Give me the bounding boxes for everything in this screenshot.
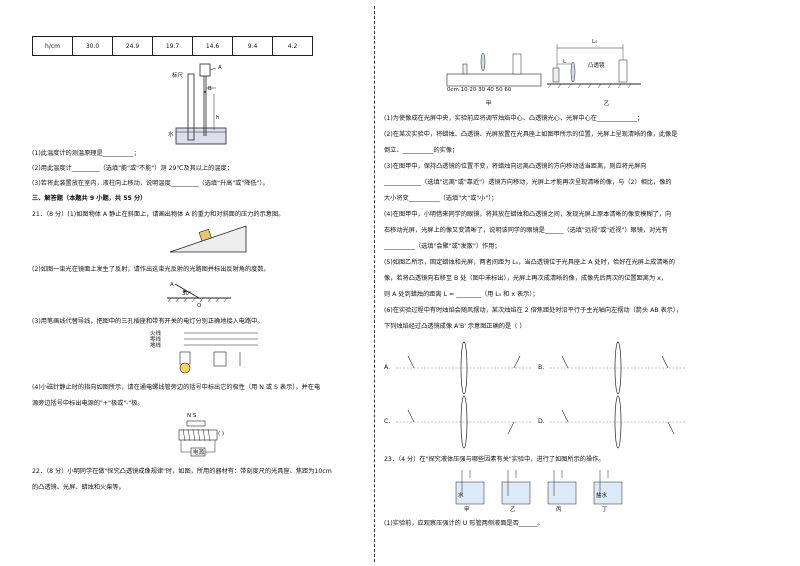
figure-label: 乙 xyxy=(510,507,516,513)
label-B: B xyxy=(208,86,212,92)
table-cell: 4.2 xyxy=(272,36,313,56)
wire-label: 地线 xyxy=(150,343,162,349)
question-line: 22．（8 分）小明同学在做"探究凸透镜成像规律"时，如图，所用的器材有：带刻度… xyxy=(32,468,332,475)
label-water: 水 xyxy=(168,132,174,138)
solenoid-figure xyxy=(178,420,218,457)
pressure-gauge-figures xyxy=(455,470,623,505)
ruler-ticks: 0cm 10 20 30 40 50 60 xyxy=(447,87,512,93)
label-h: h xyxy=(216,115,220,121)
optical-bench-figure-yi xyxy=(547,44,641,89)
question-line: (2)在某次实验中，将蜡烛、凸透镜、光屏放置在光具座上如图甲所示的位置，光屏上呈… xyxy=(384,131,678,138)
question-line: (3)在图甲中，保持凸透镜的位置不变，将蜡烛向远离凸透镜的方向移动适当距离，则应… xyxy=(384,163,647,170)
question-line: (5)如图乙所示，固定蜡烛和光屏，两者间距为 L₀，当凸透镜位于光具座上 A 处… xyxy=(384,259,675,266)
label-L: L xyxy=(563,59,567,65)
question-line: 下列烛焰经过凸透镜成像 A'B' 示意图正确的是（ ） xyxy=(384,323,526,330)
table-cell: h/cm xyxy=(32,36,73,56)
question-line: 的凸透镜、光屏、蜡烛和火柴等。 xyxy=(32,484,125,491)
figure-label: 甲 xyxy=(464,507,470,513)
label-O: O xyxy=(197,303,202,309)
question-line: 大小将变__________（选填"大"或"小"）； xyxy=(384,195,498,202)
table-row: h/cm 30.0 24.9 19.7 14.6 9.4 4.2 xyxy=(32,36,313,56)
question-line: 倒立、__________的实像； xyxy=(384,147,459,154)
paren-blank: ( ) xyxy=(218,431,225,437)
lens-diagram-option-c xyxy=(396,395,532,449)
label-A: A xyxy=(218,65,222,71)
column-divider xyxy=(374,6,375,562)
option-label[interactable]: C. xyxy=(384,418,391,425)
table-cell: 14.6 xyxy=(192,36,233,56)
lens-label: 凸透镜 xyxy=(588,63,605,69)
figure-yi-label: 乙 xyxy=(604,101,610,107)
question-line: (3)若将此装置放在室内，液柱向上移动，说明温度_________（选填"升高"… xyxy=(32,180,269,187)
wire-label: 零线 xyxy=(150,337,162,343)
mirror-figure xyxy=(167,283,231,303)
liquid-label: 盐水 xyxy=(596,493,608,499)
figure-label: 丁 xyxy=(602,507,608,513)
question-line: (4)小磁针静止时的指向如图所示，请在通电螺线管旁边的括号中标出它的极性（用 N… xyxy=(32,384,321,391)
question-line: (2)用此温度计_________（选填"能"或"不能"）测 29℃及其以上的温… xyxy=(32,165,233,172)
angle-label: 30° xyxy=(182,291,192,297)
question-line: (6)在实验过程中有时烛焰会随风摆动，某次烛焰在 2 倍焦距处时沿平行于主光轴向… xyxy=(384,307,683,314)
table-cell: 19.7 xyxy=(152,36,193,56)
question-line: 则 A 处到蜡烛的距离 L = ________（用 L₀ 和 x 表示）； xyxy=(384,291,539,298)
section-heading: 三、解答题（本题共 9 小题，共 55 分） xyxy=(32,195,147,202)
table-cell: 30.0 xyxy=(72,36,113,56)
option-label[interactable]: B. xyxy=(538,364,545,371)
lens-diagram-option-b xyxy=(550,341,686,395)
option-label[interactable]: D. xyxy=(538,418,545,425)
question-line: 右移动光屏，光屏上的像又变清晰了，说明该同学的眼镜是______（选填"远视"或… xyxy=(384,227,668,234)
thermometer-figure xyxy=(175,63,227,145)
question-line: (1)此温度计的测温原理是__________； xyxy=(32,150,140,157)
question-line: (3)用笔画线代替导线，把图中的三孔插座和带有开关的电灯分别正确地接入电路中。 xyxy=(32,318,264,325)
magnet-ns: N S xyxy=(187,413,197,419)
question-line: (1)为使像成在光屏中央，实验前应将调节烛焰中心、凸透镜光心、光屏中心在____… xyxy=(384,115,644,122)
option-label[interactable]: A. xyxy=(384,364,391,371)
label-ruler: 标尺 xyxy=(172,73,184,79)
figure-label: 丙 xyxy=(556,507,562,513)
height-data-table: h/cm 30.0 24.9 19.7 14.6 9.4 4.2 xyxy=(32,36,313,56)
table-cell: 9.4 xyxy=(232,36,273,56)
question-line: __________（选填"会聚"或"发散"）作用； xyxy=(384,243,501,250)
question-line: (4)在图甲中，小明借来同学的眼镜，将其放在蜡烛和凸透镜之间，发现光屏上原本清晰… xyxy=(384,211,672,218)
lens-diagram-option-a xyxy=(396,341,532,395)
question-line: (2)如图一束光在镜面上发生了反射，请作出这束光反射的光路图并标出反射角的度数。 xyxy=(32,266,270,273)
power-source-label: 电源 xyxy=(193,450,205,456)
wire-label: 火线 xyxy=(150,331,162,337)
question-line: 21．（8 分）(1)如图物体 A 静止在斜面上，请画出物体 A 的重力和对斜面… xyxy=(32,211,285,218)
lens-diagram-option-d xyxy=(550,395,686,449)
optical-bench-figure-jia xyxy=(446,52,542,87)
label-A: A xyxy=(170,282,174,288)
question-line: 源旁边括号中标出电源的"+"极或"-"极。 xyxy=(32,400,144,407)
question-line: ____________（选填"远离"或"靠近"）透镜方向移动，光屏上才能再次呈… xyxy=(384,179,672,186)
liquid-label: 水 xyxy=(458,493,464,499)
label-L0: L₀ xyxy=(592,39,598,45)
table-cell: 24.9 xyxy=(112,36,153,56)
incline-figure xyxy=(169,225,247,253)
question-line: 像，若将凸透镜向右移至 B 处（图中未标出），光屏上再次成清晰的像，成像先后两次… xyxy=(384,275,667,282)
question-line: 23．（4 分）在"探究液体压强与哪些因素有关"实验中，进行了如图所示的操作。 xyxy=(384,456,605,463)
wiring-figure xyxy=(179,332,258,374)
question-line: (1)实验前，应观察压强计的 U 形管两侧液面是否______。 xyxy=(384,520,544,527)
figure-jia-label: 甲 xyxy=(486,101,492,107)
